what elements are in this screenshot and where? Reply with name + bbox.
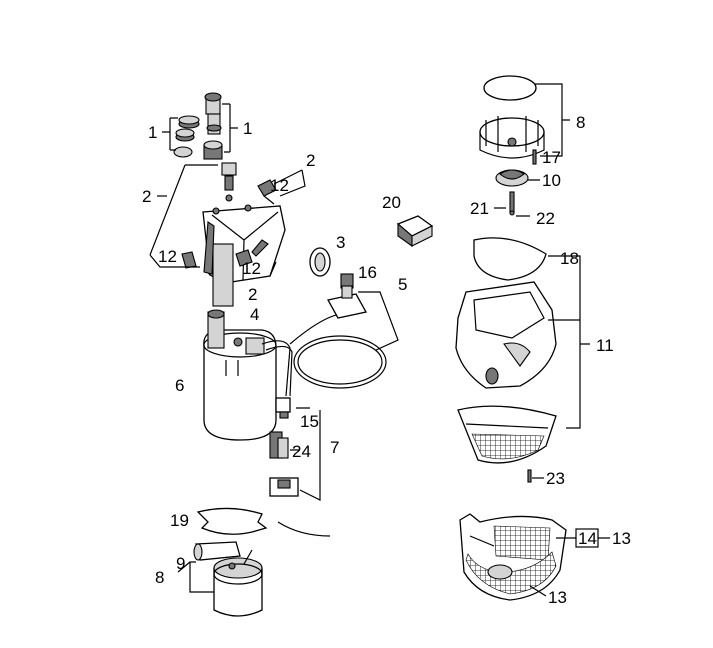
callout-9: 9 xyxy=(176,554,185,573)
pump-motor xyxy=(203,309,277,441)
float-switch-module xyxy=(327,273,367,319)
callout-3: 3 xyxy=(336,233,345,252)
callout-7: 7 xyxy=(330,438,339,457)
callout-23: 23 xyxy=(546,469,565,488)
callout-22: 22 xyxy=(536,209,555,228)
check-valve xyxy=(221,162,237,202)
callout-2-top: 2 xyxy=(306,151,315,170)
impeller-cage xyxy=(479,116,545,159)
power-cord xyxy=(229,312,387,537)
callout-18: 18 xyxy=(560,249,579,268)
callout-2-left: 2 xyxy=(142,187,151,206)
filter-basket-lower xyxy=(457,405,557,464)
screw-23 xyxy=(527,469,532,483)
plug-15 xyxy=(275,397,291,419)
float-clip-top xyxy=(257,179,277,205)
plug-bottom xyxy=(269,477,299,497)
float-switch-housing xyxy=(202,204,286,307)
callout-10: 10 xyxy=(542,171,561,190)
callout-8-bottom: 8 xyxy=(155,568,164,587)
callout-14: 14 xyxy=(578,529,597,548)
callout-12-left: 12 xyxy=(158,247,177,266)
hose-connector-set xyxy=(173,92,223,160)
float-clip-mid xyxy=(235,249,253,267)
callout-24: 24 xyxy=(292,442,311,461)
callout-21: 21 xyxy=(470,199,489,218)
canister xyxy=(213,549,263,617)
connector-block xyxy=(396,215,434,248)
cylinder-heater xyxy=(193,541,241,561)
callout-16: 16 xyxy=(358,263,377,282)
gasket-ring xyxy=(483,75,537,101)
callout-19: 19 xyxy=(170,511,189,530)
callout-13-bottom: 13 xyxy=(548,588,567,607)
callout-11: 11 xyxy=(596,336,614,355)
callout-8-top: 8 xyxy=(576,113,585,132)
callout-1-left: 1 xyxy=(148,123,157,142)
plug-24 xyxy=(269,431,289,459)
callout-6: 6 xyxy=(175,376,184,395)
callout-2-mid: 2 xyxy=(248,285,257,304)
callout-17: 17 xyxy=(542,148,561,167)
float-clip-left xyxy=(181,251,197,269)
filter-lid xyxy=(473,237,547,281)
spider-plate xyxy=(196,507,268,535)
callout-4: 4 xyxy=(250,305,259,324)
screw-17 xyxy=(532,149,537,165)
callout-12-top: 12 xyxy=(270,176,289,195)
prefilter-basket xyxy=(459,513,567,601)
callout-15: 15 xyxy=(300,412,319,431)
callout-13-box: 13 xyxy=(612,529,631,548)
callout-1-right: 1 xyxy=(243,119,252,138)
impeller xyxy=(495,169,529,187)
shaft-pin xyxy=(509,191,515,216)
cord-clip xyxy=(309,247,331,277)
callout-12-mid: 12 xyxy=(242,259,261,278)
filter-housing xyxy=(455,281,557,389)
callout-20: 20 xyxy=(382,193,401,212)
callout-5: 5 xyxy=(398,275,407,294)
